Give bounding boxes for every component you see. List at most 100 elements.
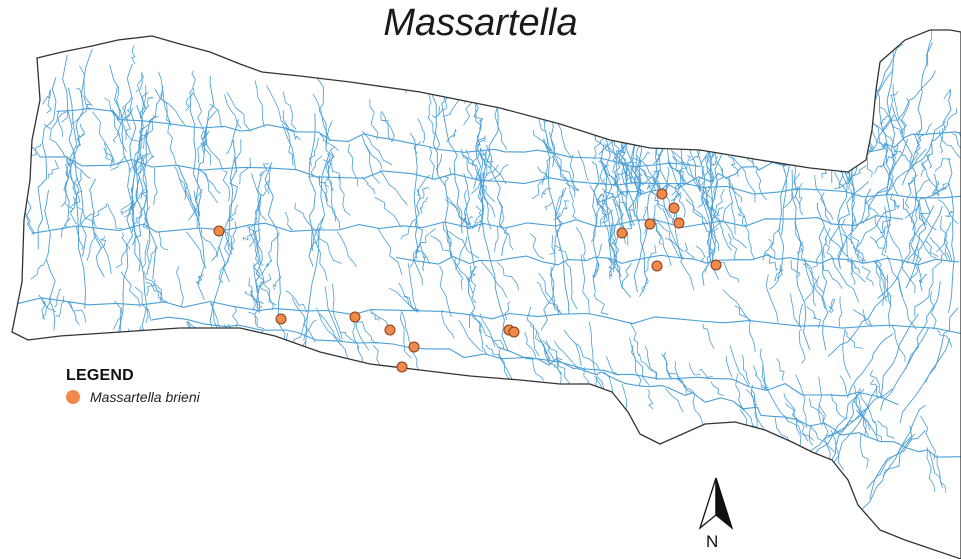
river-segment (671, 192, 681, 202)
river-segment (773, 120, 786, 166)
river-segment (802, 263, 825, 294)
river-segment (226, 91, 252, 132)
river-segment (712, 156, 718, 167)
river-segment (68, 302, 80, 326)
river-segment (282, 91, 297, 130)
river-segment (640, 168, 653, 191)
river-segment (537, 331, 551, 364)
river-segment (825, 140, 842, 165)
river-segment (796, 421, 809, 442)
river-segment (141, 131, 148, 149)
river-segment (231, 221, 237, 251)
river-segment (361, 176, 376, 195)
river-segment (126, 63, 137, 246)
river-segment (413, 140, 422, 155)
river-segment (819, 106, 830, 152)
river-segment (327, 146, 335, 174)
river-segment (846, 260, 866, 283)
river-segment (554, 340, 580, 370)
river-segment (901, 120, 946, 186)
river-segment (845, 165, 868, 185)
river-segment (565, 261, 578, 310)
river-segment (621, 262, 632, 289)
river-segment (116, 96, 132, 121)
river-segment (850, 257, 856, 286)
river-segment (498, 202, 505, 228)
river-segment (879, 327, 930, 411)
river-segment (439, 265, 452, 318)
river-segment (674, 203, 682, 260)
river-segment (253, 263, 261, 313)
river-segment (103, 147, 115, 165)
river-segment (635, 163, 661, 187)
river-segment (417, 118, 425, 144)
river-segment (254, 288, 259, 326)
river-segment (115, 86, 121, 120)
river-segment (907, 242, 919, 264)
river-segment (884, 206, 902, 258)
river-segment (871, 419, 882, 442)
river-segment (640, 176, 652, 187)
river-segment (883, 49, 896, 249)
river-segment (494, 339, 509, 352)
river-segment (671, 79, 686, 224)
river-segment (461, 154, 474, 179)
river-segment (309, 227, 324, 250)
river-segment (678, 155, 691, 173)
river-segment (594, 205, 603, 217)
river-segment (39, 156, 961, 199)
river-segment (224, 239, 230, 263)
river-segment (544, 201, 553, 211)
river-segment (629, 93, 639, 106)
river-segment (929, 236, 948, 261)
river-segment (120, 271, 141, 308)
river-segment (308, 113, 316, 267)
river-segment (355, 321, 377, 345)
river-segment (458, 319, 484, 352)
river-segment (508, 39, 514, 53)
river-segment (874, 163, 886, 174)
river-segment (843, 329, 863, 349)
river-segment (44, 189, 56, 331)
river-segment (466, 216, 474, 226)
river-segment (89, 178, 105, 278)
occurrence-point (710, 259, 722, 271)
river-segment (892, 105, 928, 226)
river-segment (853, 400, 867, 437)
river-segment (480, 261, 508, 298)
river-segment (374, 196, 402, 228)
river-segment (639, 151, 651, 167)
river-segment (722, 289, 751, 323)
river-segment (861, 265, 874, 286)
river-segment (55, 296, 65, 318)
river-segment (860, 433, 915, 511)
river-segment (774, 64, 787, 235)
river-segment (905, 205, 943, 289)
river-segment (258, 286, 274, 311)
river-segment (764, 252, 778, 271)
river-segment (61, 217, 71, 238)
river-segment (762, 228, 781, 261)
river-segment (610, 109, 629, 129)
river-segment (291, 297, 316, 343)
river-segment (256, 273, 272, 288)
river-segment (731, 183, 748, 227)
river-segment (825, 236, 835, 261)
river-segment (282, 110, 290, 129)
river-segment (672, 155, 684, 185)
river-segment (687, 82, 720, 280)
river-segment (553, 200, 570, 220)
river-segment (426, 86, 432, 119)
river-segment (719, 262, 740, 283)
river-segment (556, 212, 561, 237)
river-segment (136, 104, 157, 280)
river-segment (76, 88, 90, 111)
river-segment (729, 345, 750, 387)
river-segment (664, 237, 681, 259)
river-segment (653, 69, 670, 98)
river-segment (856, 199, 896, 248)
river-segment (829, 299, 834, 313)
river-segment (267, 164, 272, 195)
river-segment (807, 76, 835, 184)
river-segment (851, 145, 861, 164)
